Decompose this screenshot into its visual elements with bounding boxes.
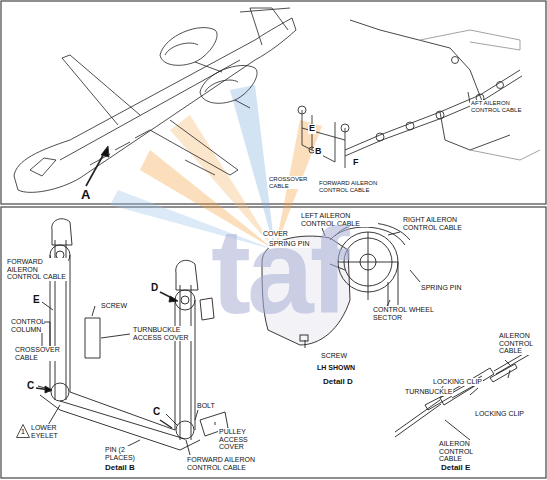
part-label: AILERON CONTROL CABLE [498,332,542,355]
part-label: BOLT [196,402,216,410]
part-label: TURNBUCKLE [404,388,453,396]
view-callout: C [152,406,161,417]
note-number: 1 [16,424,30,435]
control-column-assembly [36,219,228,455]
part-label: PIN (2 PLACES) [104,446,152,461]
part-label: LOCKING CLIP [474,410,525,418]
view-callout: F [352,158,360,168]
part-label: Detail E [440,464,471,473]
part-label: FORWARD AILERON CONTROL CABLE [6,258,68,281]
part-label: TURNBUCKLE ACCESS COVER [132,326,194,341]
part-label: LOCKING CLIP [432,378,483,386]
part-label: Detail B [104,464,136,473]
view-callout: C [26,380,35,391]
part-label: LH SHOWN [316,364,356,372]
part-label: SCREW [320,352,348,360]
watermark: taf [210,205,347,337]
part-label: AILERON CONTROL CABLE [438,440,494,463]
view-callout: E [308,124,316,134]
part-label: LOWER EYELET [30,424,66,439]
part-label: Detail D [322,378,354,387]
cable-schematic [298,20,540,168]
part-label: CONTROL COLUMN [10,318,44,333]
part-label: FORWARD AILERON CONTROL CABLE [318,180,390,193]
part-label: PULLEY ACCESS COVER [218,428,268,451]
view-callout: E [32,294,41,305]
view-callout: A [80,188,91,202]
view-callout: B [314,147,323,157]
part-label: FORWARD AILERON CONTROL CABLE [186,456,268,471]
part-label: RIGHT AILERON CONTROL CABLE [402,216,484,231]
part-label: SPRING PIN [420,284,462,292]
part-label: AFT AILERON CONTROL CABLE [470,100,528,113]
part-label: CROSSOVER CABLE [268,176,310,189]
part-label: SCREW [100,302,128,310]
aircraft [14,8,296,192]
part-label: CONTROL WHEEL SECTOR [372,306,436,321]
turnbuckle [395,350,532,440]
panel-frame [1,1,546,204]
note-triangle: 1 [16,424,30,438]
part-label: CROSSOVER CABLE [14,346,62,361]
view-callout: D [150,282,159,293]
